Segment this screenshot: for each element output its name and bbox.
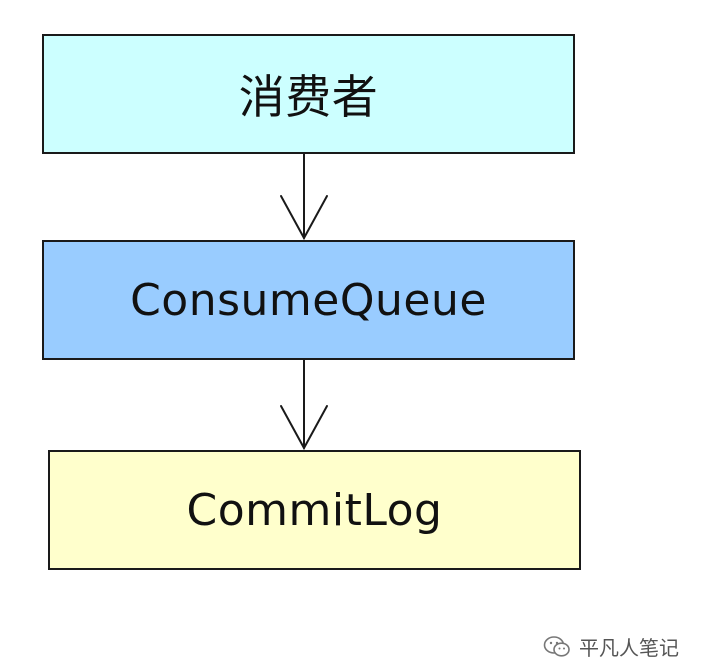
watermark-text: 平凡人笔记 bbox=[579, 636, 679, 660]
arrow-consumer-to-consumequeue bbox=[280, 153, 328, 241]
consumer-box: 消费者 bbox=[42, 34, 575, 154]
watermark: 平凡人笔记 bbox=[543, 632, 679, 661]
arrow-consumequeue-to-commitlog bbox=[280, 359, 328, 451]
wechat-icon bbox=[543, 635, 571, 659]
commitlog-box: CommitLog bbox=[48, 450, 581, 570]
consumequeue-box: ConsumeQueue bbox=[42, 240, 575, 360]
